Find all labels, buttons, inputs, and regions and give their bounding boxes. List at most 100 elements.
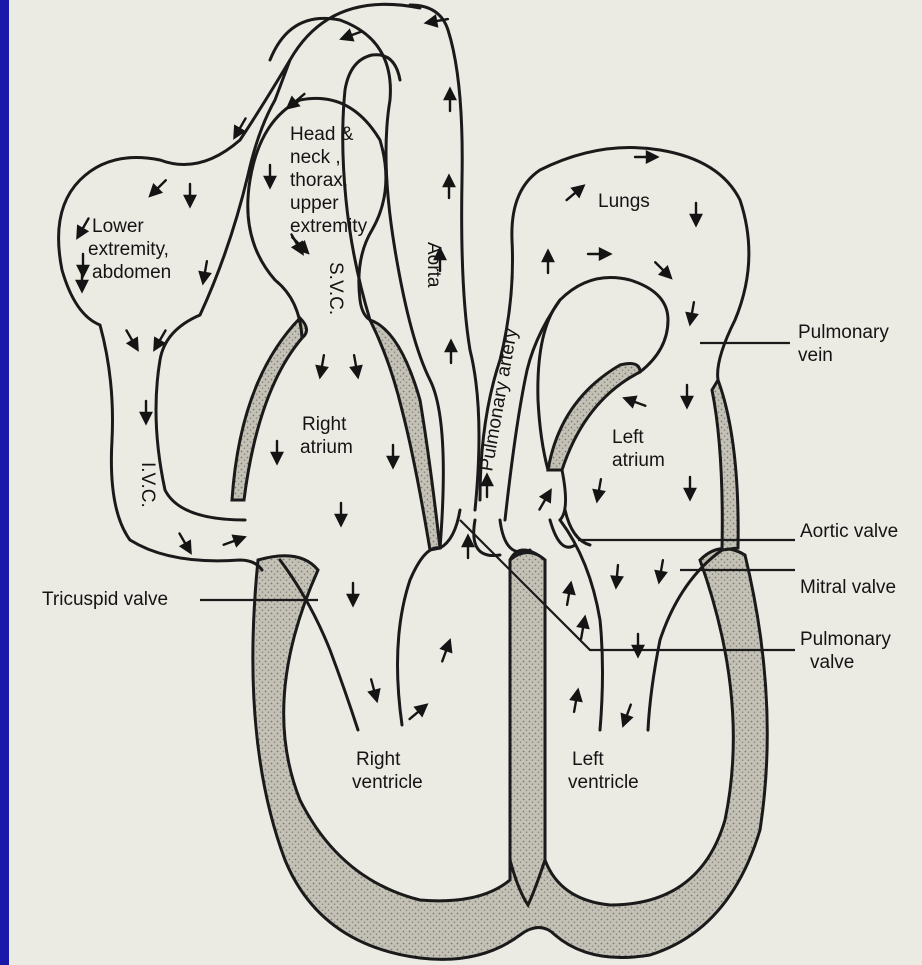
label-ivc: I.V.C. [137, 462, 158, 508]
flow-arrow [438, 639, 455, 663]
flow-arrow-head [445, 89, 455, 99]
label-head-neck-line-2: neck , [290, 147, 341, 168]
flow-arrow-head [691, 215, 701, 225]
flow-arrow [619, 703, 636, 727]
label-right-atrium: Right atrium [300, 414, 353, 458]
label-head-neck-line-5: extremity [290, 216, 368, 237]
flow-arrow [563, 182, 586, 204]
label-left-atrium-line-2: atrium [612, 450, 665, 471]
flow-arrow-head [351, 366, 363, 378]
label-left-ventricle: Left ventricle [568, 749, 639, 793]
label-left-ventricle-line-2: ventricle [568, 772, 639, 793]
flow-arrow-head [425, 16, 437, 28]
flow-arrow [685, 301, 699, 324]
label-aorta: Aorta [423, 242, 444, 288]
flow-arrow [482, 475, 492, 497]
flow-arrow [336, 503, 346, 525]
flow-arrow-head [541, 488, 555, 502]
label-tricuspid-valve: Tricuspid valve [42, 589, 168, 610]
left-atrium-right-wall [712, 380, 738, 550]
flow-arrow-head [77, 281, 87, 291]
flow-arrow [682, 385, 692, 407]
label-head-neck-line-1: Head & [290, 124, 354, 145]
flow-arrow [222, 533, 246, 550]
flow-arrow [73, 216, 93, 240]
flow-arrow [265, 165, 275, 187]
flow-arrow-head [128, 338, 142, 352]
flow-arrow [388, 445, 398, 467]
flow-arrow-head [685, 489, 695, 499]
flow-arrow-head [388, 457, 398, 467]
flow-arrow [272, 441, 282, 463]
flow-arrow [141, 401, 151, 423]
flow-arrow [406, 701, 429, 723]
flow-arrow [147, 177, 170, 200]
flow-arrow [463, 536, 473, 558]
flow-arrow-head [633, 646, 643, 656]
flow-arrow-head [647, 152, 657, 162]
flow-arrow-head [682, 397, 692, 407]
flow-arrow-head [654, 571, 666, 583]
label-head-neck-line-4: upper [290, 193, 339, 214]
atrial-septum [370, 320, 440, 550]
flow-arrow [611, 565, 623, 588]
flow-arrow-head [444, 176, 454, 186]
label-left-atrium-line-1: Left [612, 427, 644, 448]
label-pulmonary-valve: Pulmonary valve [800, 629, 891, 673]
label-lower-extremity-line-3: abdomen [92, 262, 171, 283]
flow-arrow-head [141, 413, 151, 423]
flow-arrow-head [623, 394, 636, 407]
flow-arrow-head [233, 533, 246, 546]
label-svc: S.V.C. [325, 262, 346, 315]
label-right-ventricle: Right ventricle [352, 749, 423, 793]
flow-arrow-head [611, 577, 622, 588]
flow-arrow-head [543, 251, 553, 261]
label-right-ventricle-line-2: ventricle [352, 772, 423, 793]
flow-arrow-head [578, 616, 590, 628]
flow-arrow-head [446, 341, 456, 351]
flow-arrow [576, 616, 590, 639]
flow-arrow-head [592, 490, 604, 502]
flow-arrow [185, 184, 195, 206]
flow-arrow-head [442, 639, 455, 652]
flow-arrow-head [571, 689, 583, 701]
flow-arrow-head [73, 226, 87, 240]
flow-arrow [652, 259, 675, 282]
label-head-neck: Head & neck , thorax, upper extremity [290, 124, 368, 237]
label-right-ventricle-line-1: Right [356, 749, 401, 770]
label-pulmonary-vein-line-1: Pulmonary [798, 322, 889, 343]
label-aortic-valve: Aortic valve [800, 521, 898, 542]
flow-arrow [366, 678, 381, 702]
interventricular-septum [510, 553, 545, 906]
flow-arrow [633, 634, 643, 656]
flow-arrow-head [619, 714, 632, 727]
label-pulmonary-valve-line-1: Pulmonary [800, 629, 891, 650]
label-left-ventricle-line-1: Left [572, 749, 604, 770]
label-lungs: Lungs [598, 191, 650, 212]
flow-arrow [446, 341, 456, 363]
flow-arrow-head [463, 536, 473, 546]
flow-arrow-head [315, 366, 327, 378]
aorta-arch-top [290, 4, 420, 60]
flow-arrow-head [265, 177, 275, 187]
label-pulmonary-artery: Pulmonary artery [476, 326, 522, 473]
flow-arrow [198, 260, 212, 283]
label-pulmonary-valve-line-2: valve [810, 652, 854, 673]
flow-arrow [284, 90, 307, 112]
flow-arrow [623, 394, 647, 411]
flow-arrow-head [600, 249, 610, 259]
flow-arrow-head [340, 31, 353, 44]
flow-arrow [654, 559, 668, 582]
label-lower-extremity-line-1: Lower [92, 216, 144, 237]
flow-arrow-head [181, 541, 195, 555]
label-head-neck-line-3: thorax, [290, 170, 348, 191]
flow-arrow [569, 689, 583, 712]
label-lower-extremity: Lower extremity, abdomen [88, 216, 171, 283]
flow-arrow [122, 328, 142, 352]
flow-arrow [445, 89, 455, 111]
flow-arrow-head [198, 272, 210, 284]
flow-arrow [175, 531, 195, 555]
flow-arrow [348, 583, 358, 605]
